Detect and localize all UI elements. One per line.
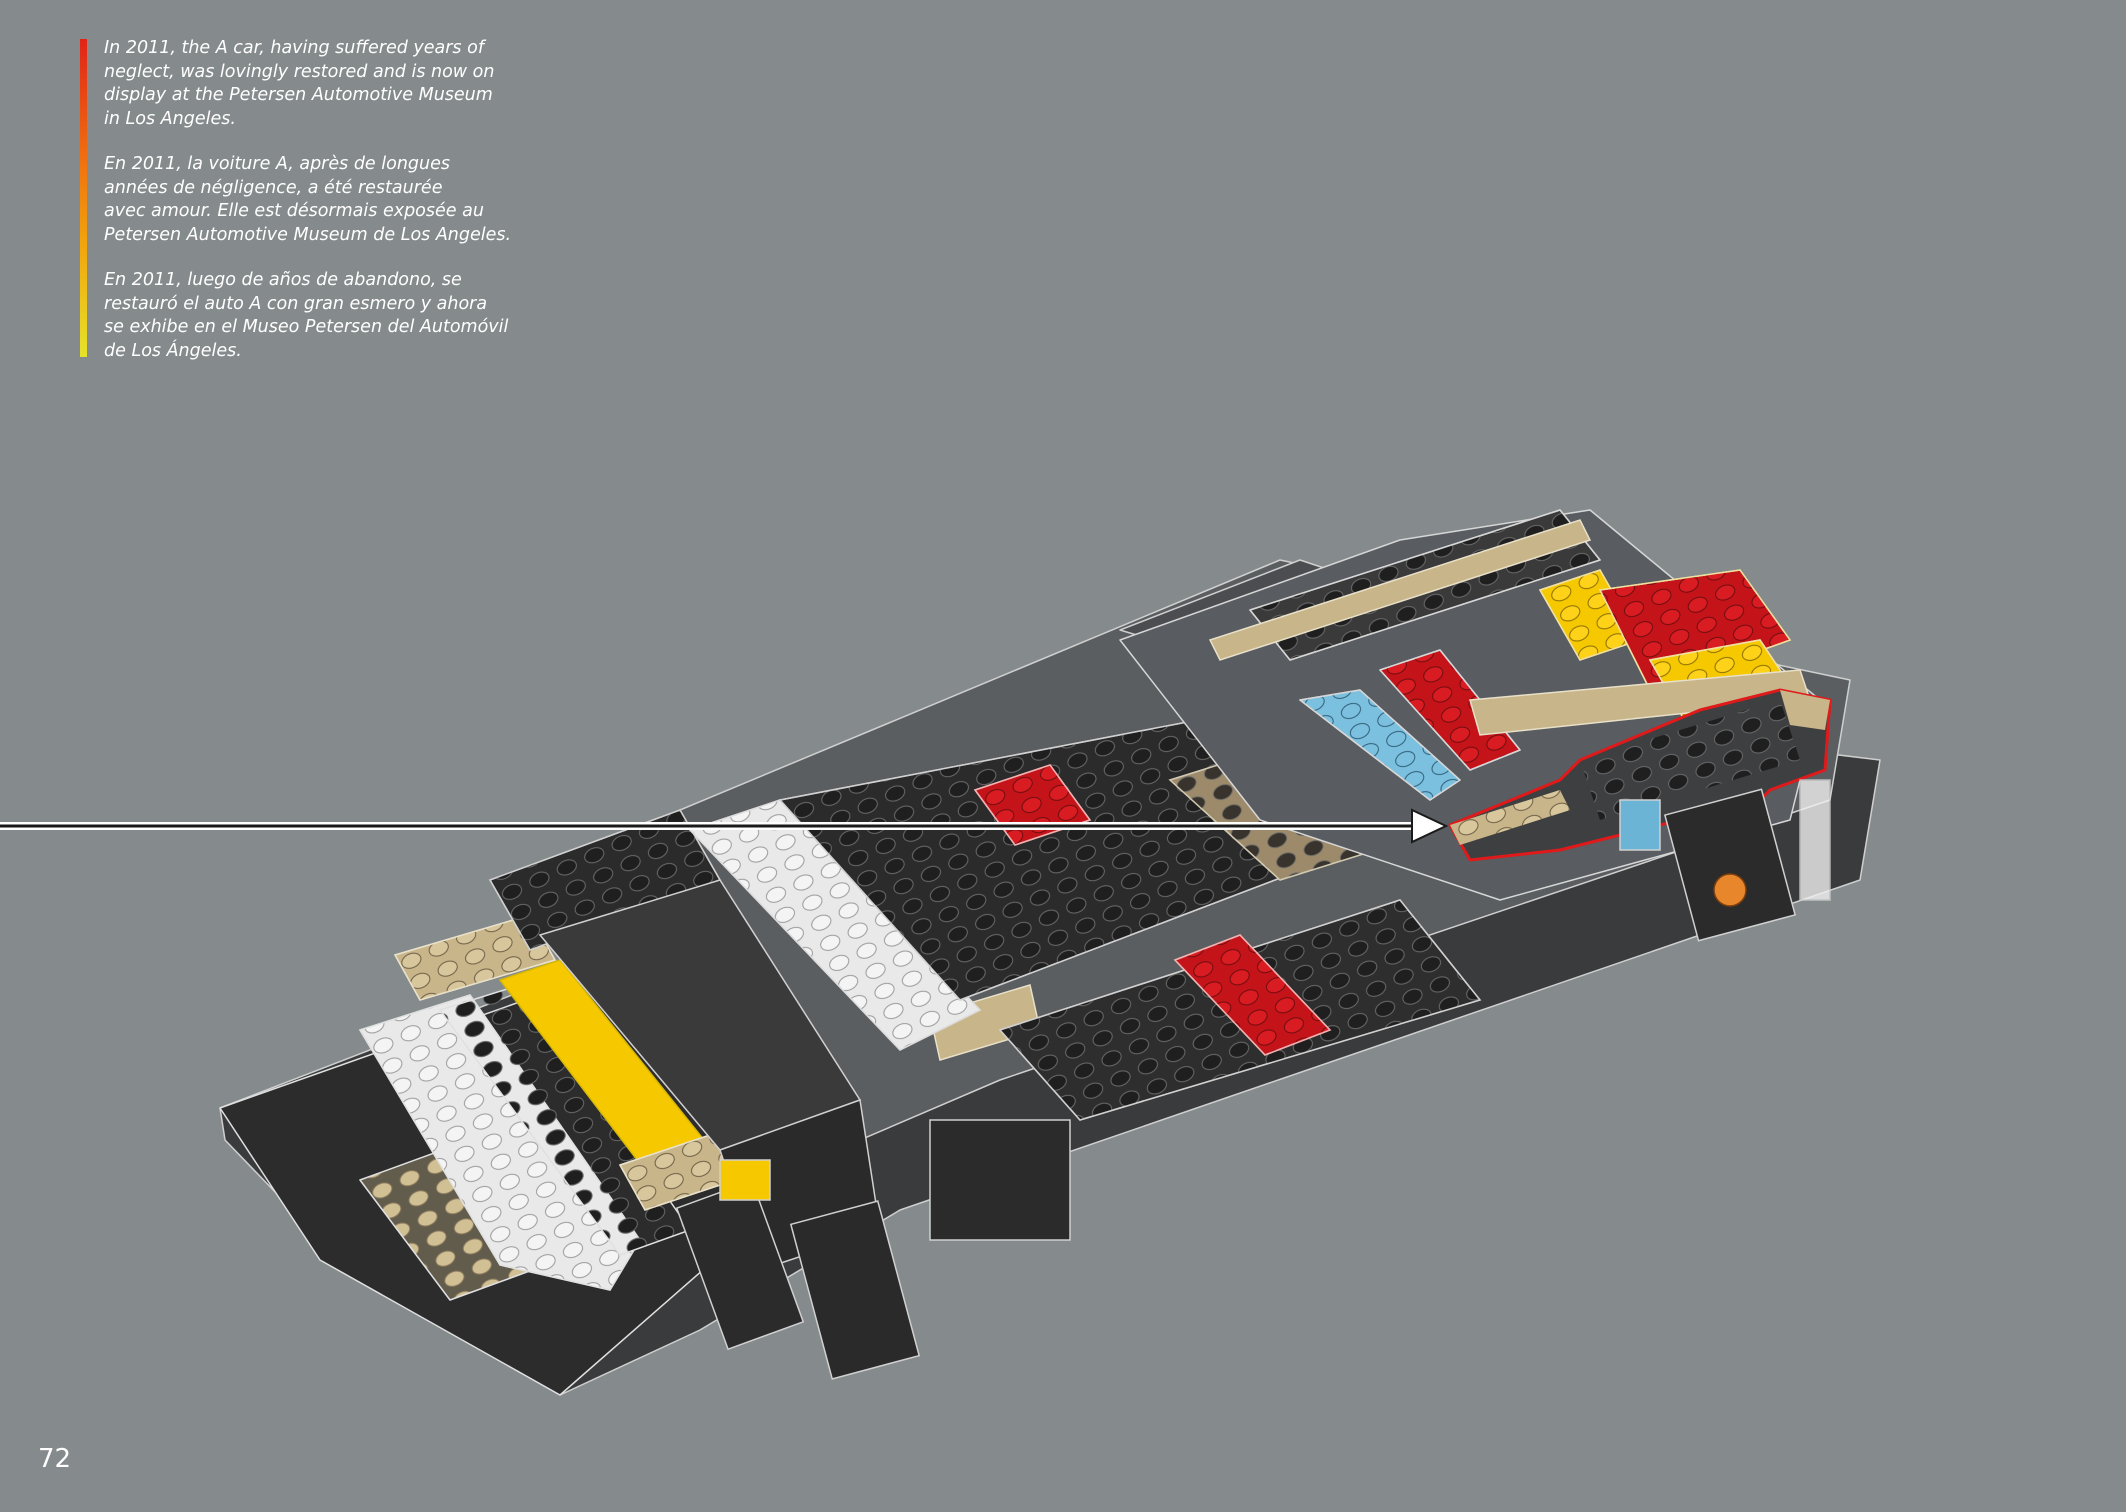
- rear-axle-parts: [1619, 779, 1831, 942]
- page-number: 72: [38, 1444, 72, 1474]
- arrow-right-icon: [0, 808, 1449, 844]
- white-front-brick: [358, 984, 692, 1291]
- white-plate-mid: [688, 799, 982, 1051]
- fact-text-spanish: En 2011, luego de años de abandono, se r…: [104, 270, 509, 361]
- highlighted-new-part: [1448, 688, 1832, 862]
- fact-text-french: En 2011, la voiture A, après de longues …: [104, 154, 512, 245]
- front-suspension: [675, 1119, 1071, 1380]
- fact-text-english: In 2011, the A car, having suffered year…: [104, 38, 495, 129]
- black-plates-front: [488, 809, 881, 1271]
- fact-box: In 2011, the A car, having suffered year…: [80, 37, 524, 385]
- rear-tan-beams: [1208, 519, 1812, 736]
- accent-gradient-bar: [80, 39, 87, 357]
